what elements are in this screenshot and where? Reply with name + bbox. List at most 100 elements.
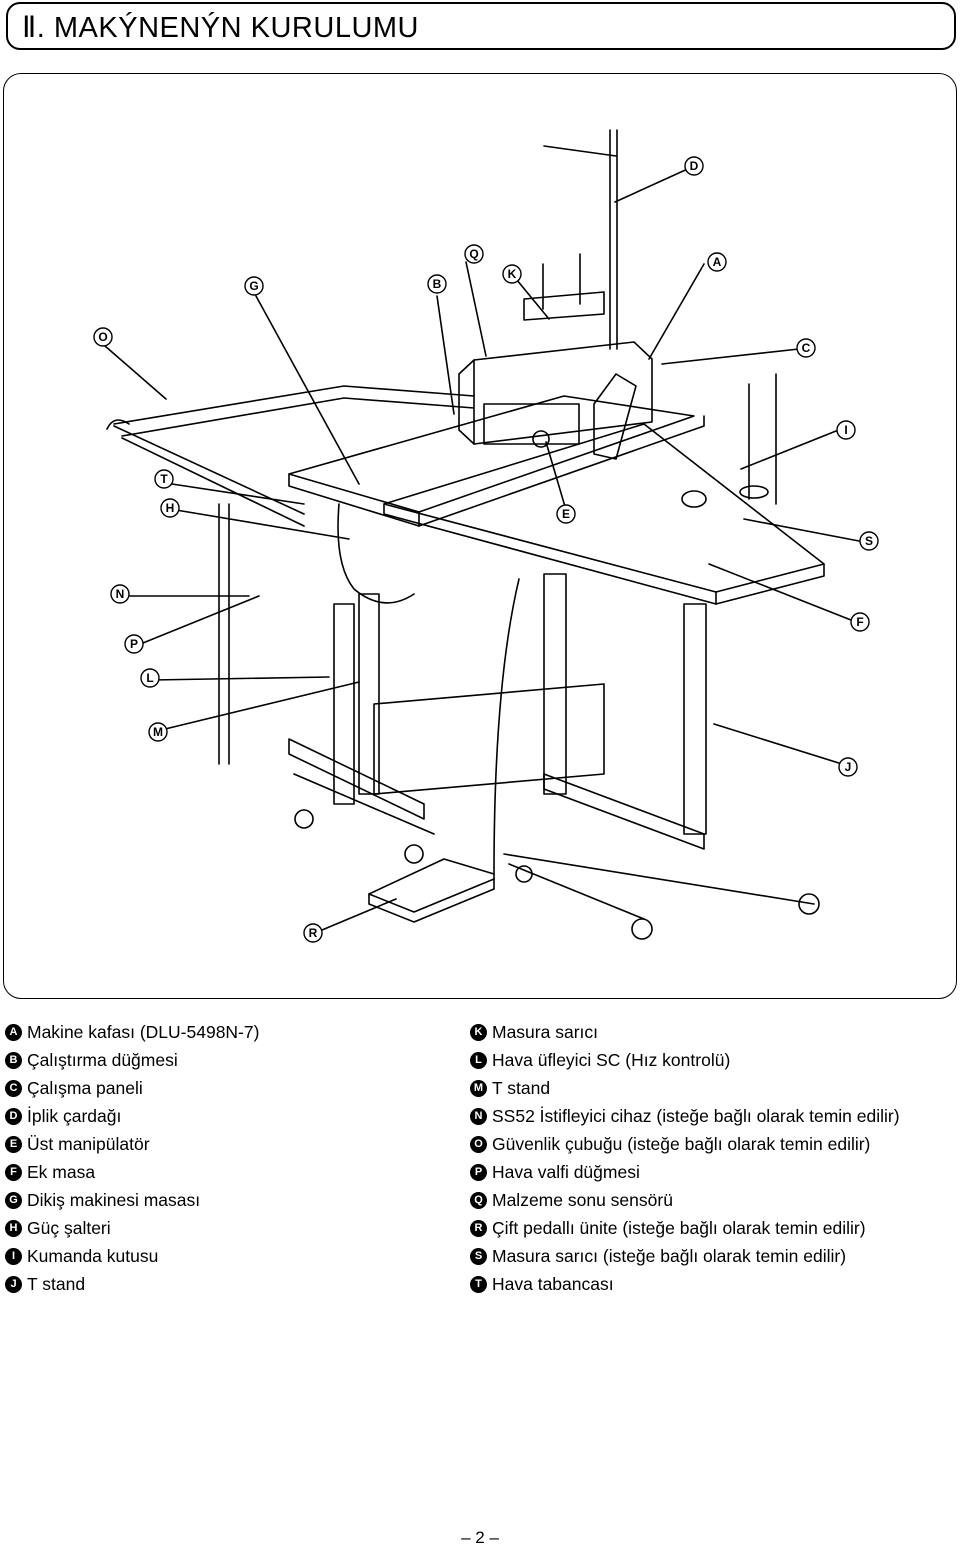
legend-item: I Kumanda kutusu (5, 1242, 259, 1270)
callout-label-G: G (249, 279, 258, 293)
callout-label-C: C (802, 341, 811, 355)
legend-item: B Çalıştırma düğmesi (5, 1046, 259, 1074)
callout-label-H: H (166, 501, 175, 515)
callout-F: F (850, 612, 870, 632)
legend-badge: R (470, 1219, 487, 1237)
callout-label-L: L (146, 671, 153, 685)
legend-text: Çift pedallı ünite (isteğe bağlı olarak … (492, 1217, 866, 1238)
page-number: – 2 – (461, 1528, 499, 1547)
legend-item: E Üst manipülatör (5, 1130, 259, 1158)
legend-text: Hava tabancası (492, 1273, 614, 1294)
legend-badge: A (5, 1023, 22, 1041)
legend-text: Dikiş makinesi masası (27, 1189, 201, 1210)
legend-badge: T (470, 1275, 487, 1293)
legend-badge: B (5, 1051, 22, 1069)
legend-text: SS52 İstifleyici cihaz (isteğe bağlı ola… (492, 1105, 900, 1126)
legend-text: Kumanda kutusu (27, 1245, 159, 1266)
callout-label-E: E (562, 507, 570, 521)
legend-badge: L (470, 1051, 487, 1069)
legend-badge: P (470, 1163, 487, 1181)
legend-text: Ek masa (27, 1161, 96, 1182)
callout-J: J (838, 757, 858, 777)
callout-I: I (836, 420, 856, 440)
legend-text: Üst manipülatör (27, 1133, 150, 1154)
legend-badge: C (5, 1079, 22, 1097)
machine-illustration: D Q K A G B O C I T H E S N F P L M J R (93, 129, 879, 943)
legend-text: Çalışma paneli (27, 1077, 143, 1098)
callout-label-O: O (98, 330, 107, 344)
legend-item: M T stand (470, 1074, 900, 1102)
legend-badge: G (5, 1191, 22, 1209)
callout-label-I: I (844, 423, 847, 437)
callout-T: T (154, 469, 174, 489)
legend-text: İplik çardağı (27, 1105, 122, 1126)
callout-label-S: S (865, 534, 873, 548)
callout-label-R: R (309, 926, 318, 940)
section-title-box: Ⅱ. MAKÝNENÝN KURULUMU (6, 2, 956, 50)
callout-A: A (707, 252, 727, 272)
callout-label-Q: Q (469, 247, 478, 261)
callout-label-N: N (116, 587, 125, 601)
legend-item: T Hava tabancası (470, 1270, 900, 1298)
callout-N: N (110, 584, 130, 604)
callout-R: R (303, 923, 323, 943)
legend-badge: N (470, 1107, 487, 1125)
legend-item: S Masura sarıcı (isteğe bağlı olarak temi… (470, 1242, 900, 1270)
legend-item: G Dikiş makinesi masası (5, 1186, 259, 1214)
legend-item: D İplik çardağı (5, 1102, 259, 1130)
callout-label-F: F (856, 615, 863, 629)
callout-C: C (796, 338, 816, 358)
callout-P: P (124, 634, 144, 654)
callout-S: S (859, 531, 879, 551)
legend-item: C Çalışma paneli (5, 1074, 259, 1102)
legend-badge: D (5, 1107, 22, 1125)
callout-label-T: T (160, 472, 168, 486)
legend-text: Çalıştırma düğmesi (27, 1049, 178, 1070)
legend-badge: E (5, 1135, 22, 1153)
legend-item: R Çift pedallı ünite (isteğe bağlı olarak… (470, 1214, 900, 1242)
legend-item: P Hava valfi düğmesi (470, 1158, 900, 1186)
callout-H: H (160, 498, 180, 518)
legend-item: O Güvenlik çubuğu (isteğe bağlı olarak te… (470, 1130, 900, 1158)
callout-L: L (140, 668, 160, 688)
callout-label-D: D (690, 159, 699, 173)
callout-E: E (556, 504, 576, 524)
legend-badge: I (5, 1247, 22, 1265)
legend-text: Güç şalteri (27, 1217, 111, 1238)
legend-badge: S (470, 1247, 487, 1265)
callout-D: D (684, 156, 704, 176)
callout-M: M (148, 722, 168, 742)
legend-text: Malzeme sonu sensörü (492, 1189, 673, 1210)
callout-K: K (502, 264, 522, 284)
legend-badge: Q (470, 1191, 487, 1209)
legend-item: F Ek masa (5, 1158, 259, 1186)
legend-item: L Hava üfleyici SC (Hız kontrolü) (470, 1046, 900, 1074)
legend-item: Q Malzeme sonu sensörü (470, 1186, 900, 1214)
legend-text: T stand (492, 1077, 551, 1098)
legend-text: Masura sarıcı (isteğe bağlı olarak temin… (492, 1245, 847, 1266)
legend-text: Hava üfleyici SC (Hız kontrolü) (492, 1049, 731, 1070)
legend-badge: O (470, 1135, 487, 1153)
machine-illustration-frame: D Q K A G B O C I T H E S N F P L M J R (3, 73, 957, 999)
legend-badge: M (470, 1079, 487, 1097)
legend-text: T stand (27, 1273, 86, 1294)
legend-badge: H (5, 1219, 22, 1237)
callout-O: O (93, 327, 113, 347)
callout-label-P: P (130, 637, 138, 651)
legend-item: H Güç şalteri (5, 1214, 259, 1242)
legend-text: Hava valfi düğmesi (492, 1161, 640, 1182)
legend-badge: F (5, 1163, 22, 1181)
callout-label-A: A (713, 255, 722, 269)
legend-item: N SS52 İstifleyici cihaz (isteğe bağlı ol… (470, 1102, 900, 1130)
callout-B: B (427, 274, 447, 294)
legend-badge: K (470, 1023, 487, 1041)
callout-label-B: B (433, 277, 442, 291)
legend-text: Güvenlik çubuğu (isteğe bağlı olarak tem… (492, 1133, 871, 1154)
section-title: Ⅱ. MAKÝNENÝN KURULUMU (22, 12, 419, 44)
callout-G: G (244, 276, 264, 296)
